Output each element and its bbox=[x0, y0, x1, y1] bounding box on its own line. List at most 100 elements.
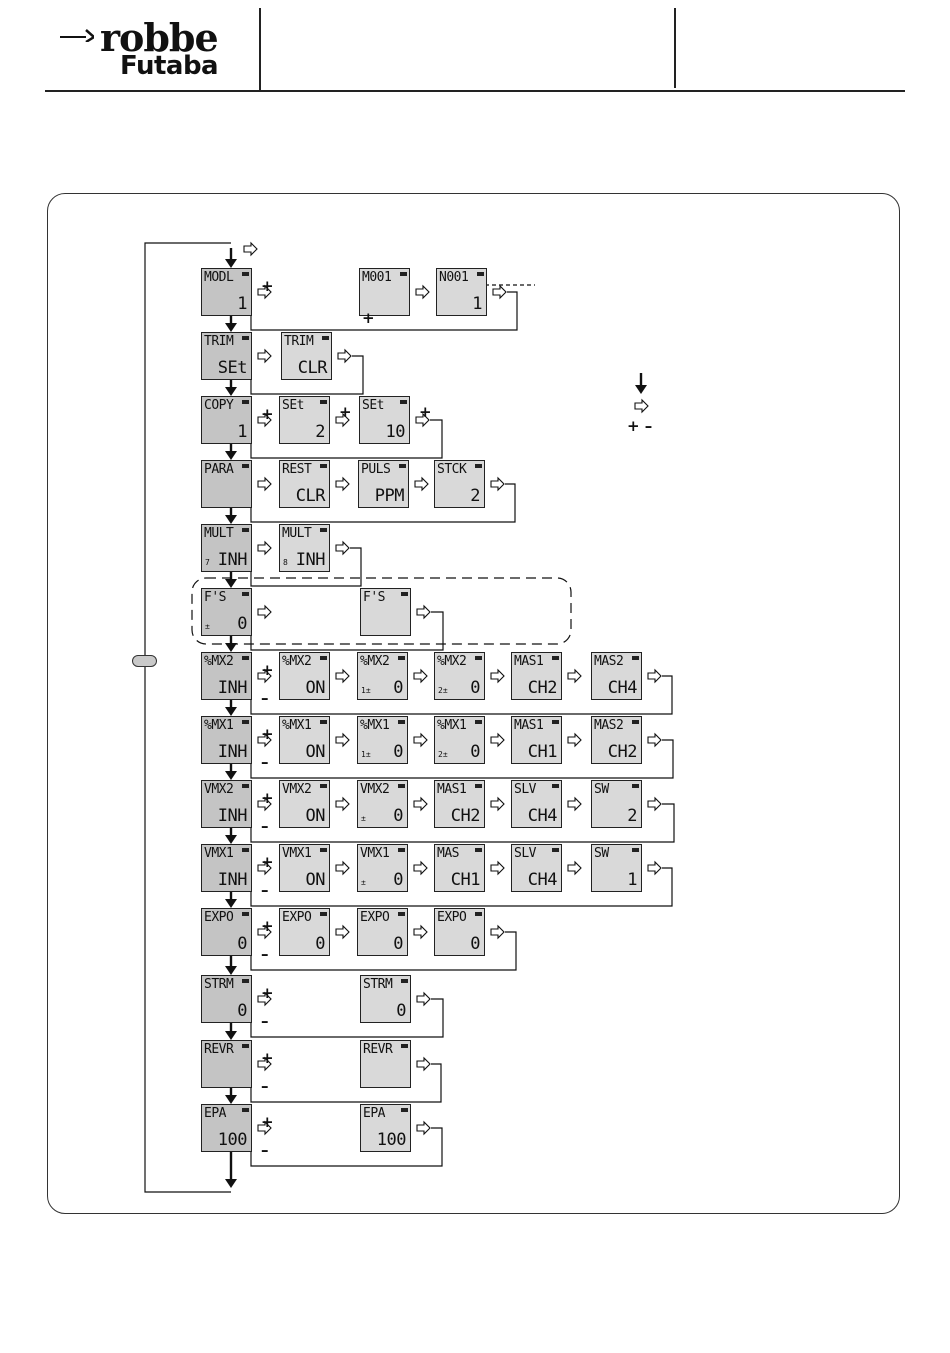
lcd-line-2: 2 bbox=[315, 422, 325, 442]
connector-line bbox=[144, 242, 231, 1193]
battery-icon bbox=[322, 336, 329, 340]
next-arrow-icon bbox=[413, 732, 428, 748]
lcd-indicator: ± bbox=[361, 814, 366, 823]
lcd-line-2: INH bbox=[217, 678, 248, 698]
lcd-line-2: 2 bbox=[627, 806, 637, 826]
lcd-line-2: CH2 bbox=[607, 742, 638, 762]
next-arrow-icon bbox=[567, 796, 582, 812]
next-arrow-icon bbox=[257, 1056, 272, 1072]
lcd-line-2: ON bbox=[305, 742, 326, 762]
lcd-line-2: CH2 bbox=[450, 806, 481, 826]
lcd-line-2: 100 bbox=[217, 1130, 248, 1150]
lcd-line-1: %MX1 bbox=[282, 718, 312, 733]
battery-icon bbox=[320, 912, 327, 916]
lcd-line-2: INH bbox=[217, 550, 248, 570]
battery-icon bbox=[242, 784, 249, 788]
next-arrow-icon bbox=[492, 284, 507, 300]
next-arrow-icon bbox=[647, 796, 662, 812]
next-arrow-icon bbox=[257, 860, 272, 876]
down-arrow-icon bbox=[225, 1031, 237, 1040]
next-arrow-icon bbox=[490, 476, 505, 492]
connector-line bbox=[250, 483, 516, 523]
next-arrow-icon bbox=[567, 860, 582, 876]
down-arrow-icon bbox=[635, 385, 647, 394]
battery-icon bbox=[320, 400, 327, 404]
plus-symbol: + bbox=[339, 403, 352, 421]
connector-line bbox=[250, 739, 674, 779]
battery-icon bbox=[632, 656, 639, 660]
lcd-line-1: REVR bbox=[363, 1042, 393, 1057]
lcd-indicator: 1± bbox=[361, 750, 371, 759]
next-arrow-icon bbox=[335, 540, 350, 556]
lcd-line-1: %MX1 bbox=[204, 718, 234, 733]
battery-icon bbox=[552, 848, 559, 852]
lcd-line-1: %MX2 bbox=[204, 654, 234, 669]
lcd-line-1: TRIM bbox=[204, 334, 234, 349]
lcd-line-1: %MX1 bbox=[360, 718, 390, 733]
lcd-line-1: STRM bbox=[204, 977, 234, 992]
lcd-screen-rev-2: REVR bbox=[360, 1040, 411, 1088]
lcd-line-1: MAS2 bbox=[594, 718, 624, 733]
lcd-line-2: INH bbox=[295, 550, 326, 570]
battery-icon bbox=[242, 912, 249, 916]
lcd-line-2: SEt bbox=[217, 358, 248, 378]
battery-icon bbox=[242, 272, 249, 276]
brand-name-robbe: robbe bbox=[100, 15, 219, 60]
next-arrow-icon bbox=[413, 796, 428, 812]
battery-icon bbox=[477, 272, 484, 276]
battery-icon bbox=[400, 400, 407, 404]
plus-symbol: + bbox=[419, 403, 432, 421]
lcd-line-1: VMX2 bbox=[360, 782, 390, 797]
lcd-line-1: VMX2 bbox=[204, 782, 234, 797]
down-arrow-icon bbox=[225, 707, 237, 716]
battery-icon bbox=[242, 464, 249, 468]
lcd-line-1: STCK bbox=[437, 462, 467, 477]
lcd-line-2: 10 bbox=[385, 422, 406, 442]
lcd-line-2: CH4 bbox=[527, 870, 558, 890]
down-arrow-icon bbox=[225, 323, 237, 332]
lcd-line-2: 1 bbox=[627, 870, 637, 890]
plus-symbol: + bbox=[261, 853, 274, 871]
lcd-line-1: %MX2 bbox=[360, 654, 390, 669]
lcd-line-1: MULT bbox=[282, 526, 312, 541]
lcd-line-1: EPA bbox=[204, 1106, 226, 1121]
logo-mark-icon bbox=[60, 29, 94, 42]
next-arrow-icon bbox=[335, 668, 350, 684]
down-arrow-icon bbox=[225, 966, 237, 975]
lcd-line-1: EXPO bbox=[204, 910, 234, 925]
lcd-line-2: 0 bbox=[396, 1001, 406, 1021]
lcd-line-2: 100 bbox=[376, 1130, 407, 1150]
lcd-line-1: MAS1 bbox=[514, 718, 544, 733]
lcd-line-1: STRM bbox=[363, 977, 393, 992]
lcd-line-2: INH bbox=[217, 742, 248, 762]
battery-icon bbox=[475, 464, 482, 468]
header-divider-left bbox=[259, 8, 261, 90]
lcd-line-2: 0 bbox=[393, 870, 403, 890]
next-arrow-icon bbox=[647, 668, 662, 684]
battery-icon bbox=[475, 720, 482, 724]
battery-icon bbox=[242, 400, 249, 404]
next-arrow-icon bbox=[335, 924, 350, 940]
minus-symbol: – bbox=[261, 689, 269, 707]
next-arrow-icon bbox=[257, 668, 272, 684]
lcd-line-1: EXPO bbox=[360, 910, 390, 925]
down-arrow-icon bbox=[225, 579, 237, 588]
lcd-line-2: 0 bbox=[315, 934, 325, 954]
lcd-line-1: SEt bbox=[362, 398, 384, 413]
next-arrow-icon bbox=[335, 476, 350, 492]
lcd-line-1: EPA bbox=[363, 1106, 385, 1121]
lcd-screen-para-1: PARA bbox=[201, 460, 252, 508]
